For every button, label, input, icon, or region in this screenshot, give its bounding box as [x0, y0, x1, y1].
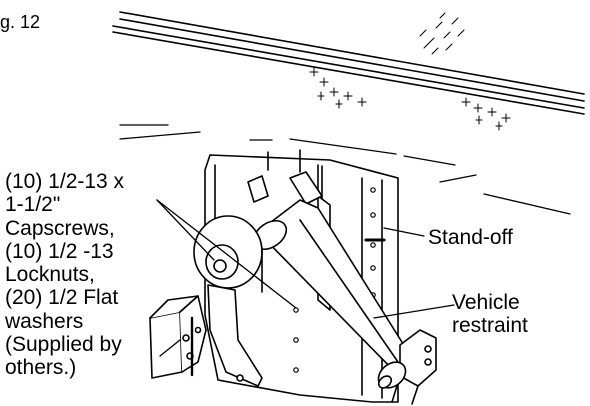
left-foot-bracket	[149, 295, 207, 379]
lower-lever	[207, 284, 263, 387]
right-foot-bracket	[391, 329, 437, 405]
mounting-plate	[204, 149, 399, 403]
figure-label: g. 12	[0, 12, 41, 32]
hardware-line: washers	[5, 309, 84, 333]
restraint-arm	[252, 199, 411, 373]
hardware-line: (10) 1/2 -13	[5, 239, 114, 263]
arm-roller	[377, 361, 407, 389]
hardware-line: (Supplied by	[5, 333, 122, 357]
vehicle-restraint-line: Vehicle	[452, 291, 520, 314]
top-bracket	[247, 171, 323, 205]
hardware-line: (10) 1/2-13 x	[5, 170, 125, 193]
hardware-line: others.)	[5, 356, 77, 380]
standoff-label: Stand-off	[428, 226, 513, 249]
concrete-hatch	[309, 12, 511, 131]
vehicle-restraint-line: restraint	[452, 314, 528, 337]
leader-lines	[156, 199, 455, 357]
hardware-line: (20) 1/2 Flat	[5, 286, 119, 310]
ground-strokes	[119, 124, 571, 215]
hardware-line: Capscrews,	[5, 216, 115, 240]
dock-edge-lines	[112, 11, 585, 115]
hardware-line: 1-1/2"	[5, 193, 61, 217]
hardware-line: Locknuts,	[5, 263, 95, 287]
vehicle-restraint-label: Vehicle restraint	[452, 291, 528, 337]
hardware-callout: (10) 1/2-13 x 1-1/2" Capscrews, (10) 1/2…	[5, 170, 124, 380]
